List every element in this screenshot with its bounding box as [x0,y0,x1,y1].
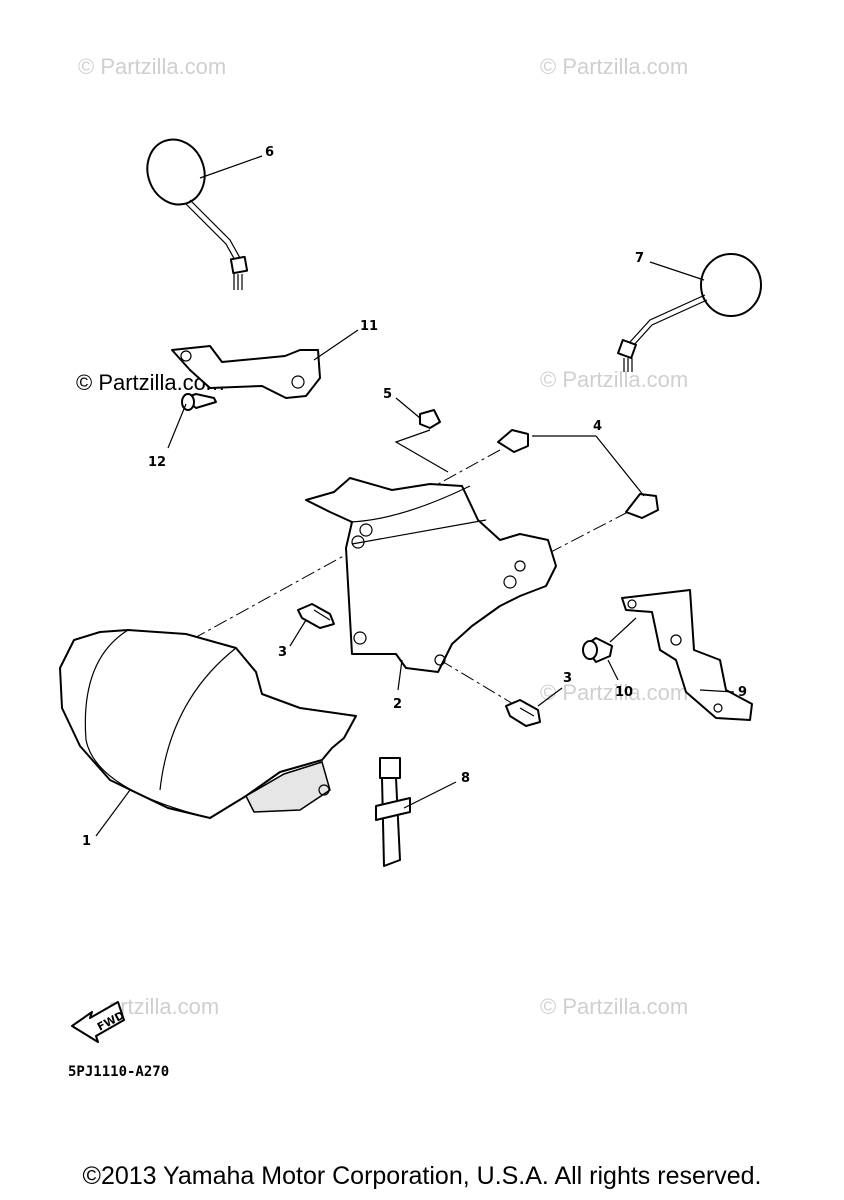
screw-10 [582,637,613,663]
watermark-bottom-left: artzilla.com [108,994,219,1019]
bolt-3-left [297,603,335,629]
handlebar-outer-cover [59,629,357,819]
watermark-top-left: © Partzilla.com [78,54,226,79]
mirror-left [146,138,249,290]
callout-3-left: 3 [278,645,287,660]
screw-12 [181,393,217,411]
fwd-arrow-icon: FWD [71,1001,127,1043]
diagram-code: 5PJ1110-A270 [68,1064,170,1080]
callout-11: 11 [360,319,378,334]
mirror-right [617,253,762,372]
callout-2: 2 [393,697,402,712]
nut-5 [419,409,441,429]
screws-4 [497,429,659,519]
callout-7: 7 [635,251,644,266]
callout-4: 4 [593,419,602,434]
callout-12: 12 [148,455,166,470]
copyright-notice: ©2013 Yamaha Motor Corporation, U.S.A. A… [82,1162,762,1190]
watermark-top-right: © Partzilla.com [540,54,688,79]
callout-10: 10 [615,685,633,700]
watermark-lower-right: © Partzilla.com [540,680,688,705]
callout-3-right: 3 [563,671,572,686]
watermark-bottom-right: © Partzilla.com [540,994,688,1019]
cable-tie [375,757,411,867]
callout-5: 5 [383,387,392,402]
bolt-3-right [505,699,541,727]
bracket-lower [621,589,753,721]
callout-8: 8 [461,771,470,786]
callout-6: 6 [265,145,274,160]
leader-lines [95,155,735,837]
handlebar-inner-cover [305,477,557,673]
watermark-mid-right: © Partzilla.com [540,367,688,392]
callout-9: 9 [738,685,747,700]
callout-1: 1 [82,834,91,849]
bracket-upper [171,345,321,399]
